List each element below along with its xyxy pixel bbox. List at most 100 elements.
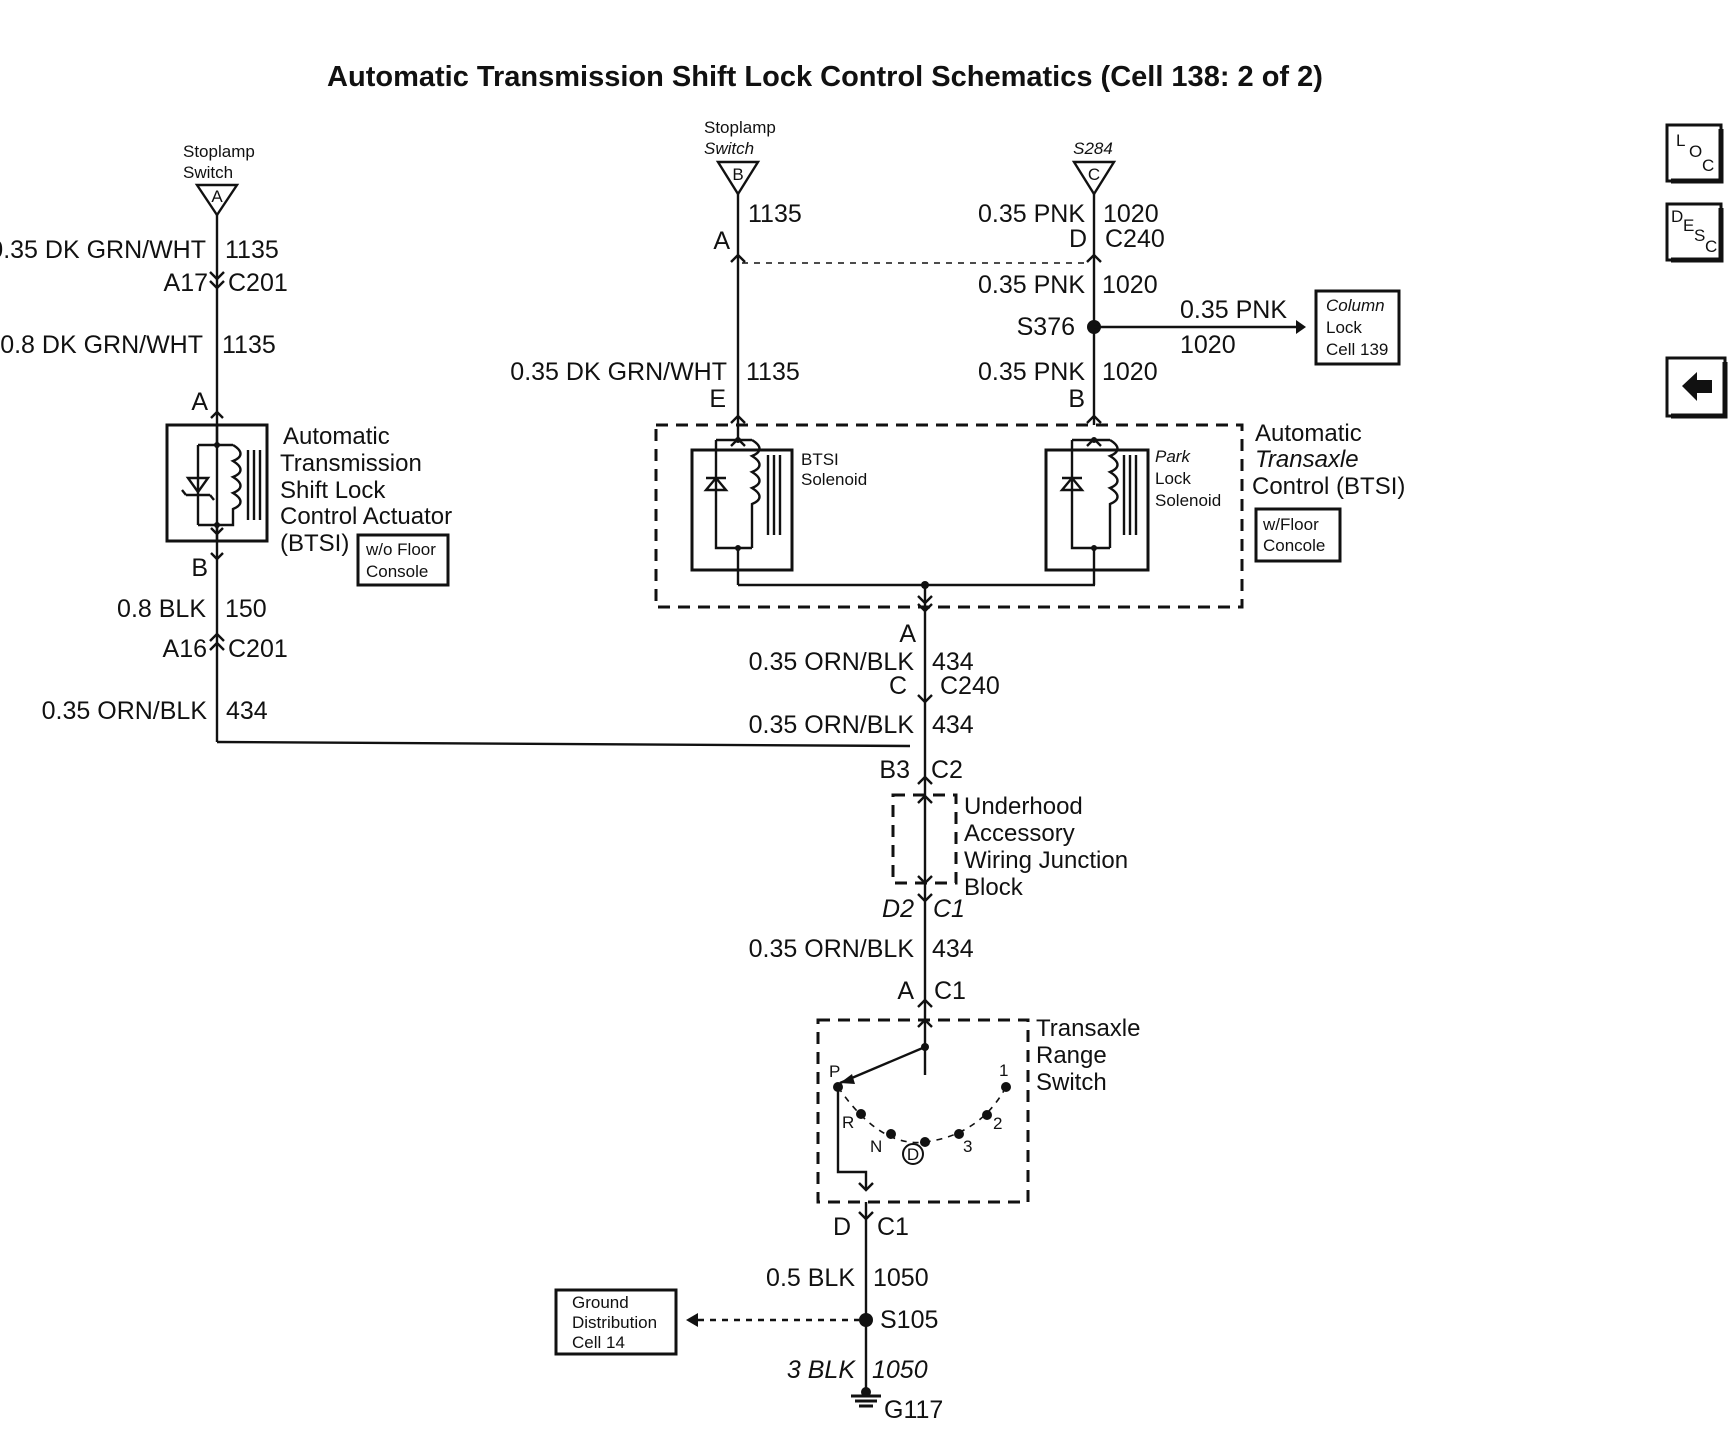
desc-letter: E [1683, 216, 1694, 235]
wire-circuit: 1020 [1102, 271, 1158, 299]
stoplamp-pin: B [732, 165, 743, 184]
wire-circuit: 434 [932, 648, 974, 676]
actuator-note: Console [366, 562, 428, 581]
module-name: Transaxle [1255, 446, 1359, 473]
park-solenoid-label: Lock [1155, 469, 1191, 488]
loc-letter: O [1689, 142, 1702, 161]
connector-pin: A16 [163, 635, 207, 663]
connector-name: C240 [1105, 225, 1165, 253]
column-lock-label: Column [1326, 296, 1385, 315]
s284-label: S284 [1073, 139, 1113, 158]
connector-pin: A [899, 620, 916, 648]
wire-spec: 0.35 DK GRN/WHT [0, 236, 206, 264]
connector-pin: A [713, 227, 730, 255]
actuator-pin: B [191, 554, 208, 582]
switch-position: N [870, 1137, 882, 1156]
range-switch-label: Switch [1036, 1069, 1107, 1096]
wire-circuit: 434 [226, 697, 268, 725]
ground-label: G117 [884, 1396, 943, 1424]
actuator-note-box [356, 533, 450, 587]
ground-distribution-label: Cell 14 [572, 1333, 625, 1352]
park-solenoid-label: Park [1155, 447, 1191, 466]
connector-pin: D [833, 1213, 851, 1241]
diode-icon [703, 476, 729, 492]
column-lock-label: Cell 139 [1326, 340, 1388, 359]
junction-block-label: Accessory [964, 820, 1075, 847]
wire-circuit: 434 [932, 935, 974, 963]
connector-name: C240 [940, 672, 1000, 700]
actuator-name: Transmission [280, 450, 422, 477]
wire-circuit: 1020 [1102, 358, 1158, 386]
wire-spec: 0.35 ORN/BLK [749, 648, 915, 676]
stoplamp-switch-label: Switch [704, 139, 754, 158]
btsi-solenoid-label: Solenoid [801, 470, 867, 489]
range-switch-label: Transaxle [1036, 1015, 1140, 1042]
connector-name: C2 [931, 756, 963, 784]
wire-circuit: 1135 [225, 236, 279, 264]
connector-name: C201 [228, 635, 288, 663]
desc-letter: D [1671, 207, 1683, 226]
actuator-name: (BTSI) [280, 530, 349, 557]
back-button[interactable] [1665, 356, 1728, 419]
connector-pin: A17 [164, 269, 208, 297]
wire-spec: 0.8 BLK [117, 595, 206, 623]
wire-circuit: 1050 [872, 1356, 928, 1384]
left-branch: Stoplamp Switch A 0.35 DK GRN/WHT 1135 A… [0, 142, 911, 748]
connector-symbol [209, 271, 225, 290]
switch-position: D [907, 1145, 919, 1164]
right-branch: S284 C 0.35 PNK 1020 D C240 0.35 PNK 102… [978, 139, 1405, 585]
desc-button[interactable]: D E S C [1665, 202, 1724, 263]
connector-name: C1 [934, 977, 966, 1005]
switch-position: 3 [963, 1137, 972, 1156]
junction-block-label: Underhood [964, 793, 1083, 820]
junction-block-label: Wiring Junction [964, 847, 1128, 874]
arrow-icon [686, 1313, 698, 1327]
connector-pin: C [889, 672, 907, 700]
wire-circuit: 1135 [748, 200, 802, 228]
wire-spec: 0.35 PNK [978, 200, 1085, 228]
switch-position: P [829, 1062, 840, 1081]
page-title: Automatic Transmission Shift Lock Contro… [327, 61, 1323, 93]
splice-label: S376 [1017, 313, 1075, 341]
stoplamp-switch-label: Stoplamp [704, 118, 776, 137]
solenoid-icon [714, 438, 761, 550]
wire-circuit: 434 [932, 711, 974, 739]
wire-spec: 0.35 ORN/BLK [42, 697, 208, 725]
module-note-box [1254, 507, 1342, 563]
module-name: Automatic [1255, 420, 1362, 447]
splice-node [859, 1313, 873, 1327]
back-arrow-icon [1682, 372, 1712, 401]
column-lock-ref[interactable] [1314, 289, 1401, 366]
btsi-solenoid [690, 448, 794, 572]
wire-circuit: 150 [225, 595, 267, 623]
wire-spec: 0.5 BLK [766, 1264, 855, 1292]
connector-pin: D2 [882, 895, 914, 923]
wire-circuit: 1020 [1103, 200, 1159, 228]
park-lock-solenoid [1044, 448, 1150, 572]
ground-distribution-label: Distribution [572, 1313, 657, 1332]
desc-letter: S [1694, 226, 1705, 245]
wire-spec: 0.35 ORN/BLK [749, 935, 915, 963]
ground-distribution-label: Ground [572, 1293, 629, 1312]
s284-triangle [1071, 160, 1117, 197]
connector-name: C1 [877, 1213, 909, 1241]
module-name: Control (BTSI) [1252, 473, 1405, 500]
stoplamp-switch-triangle [715, 160, 761, 197]
actuator-note: w/o Floor [365, 540, 436, 559]
wire-circuit: 1050 [873, 1264, 929, 1292]
desc-letter: C [1705, 237, 1717, 256]
center-branch: Stoplamp Switch B 1135 A 0.35 DK GRN/WHT… [510, 118, 1244, 1075]
loc-button[interactable]: L O C [1665, 123, 1724, 184]
switch-position: R [842, 1113, 854, 1132]
connector-pin: A [897, 977, 914, 1005]
s284-pin: C [1088, 165, 1100, 184]
switch-position: 2 [993, 1114, 1002, 1133]
arrow-icon [1296, 320, 1306, 334]
wire-spec: 0.35 ORN/BLK [749, 711, 915, 739]
junction-block-label: Block [964, 874, 1024, 901]
branch-circuit: 1020 [1180, 331, 1236, 359]
connector-pin: D [1069, 225, 1087, 253]
wire-spec: 0.35 DK GRN/WHT [510, 358, 727, 386]
ground-distribution-ref[interactable] [554, 1288, 678, 1356]
